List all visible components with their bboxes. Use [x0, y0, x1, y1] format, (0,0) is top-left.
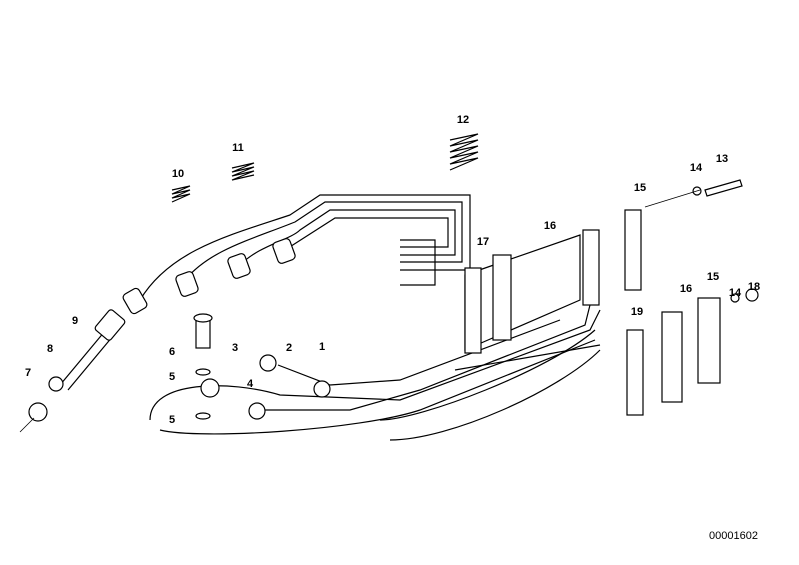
- label-part-18: 18: [748, 281, 760, 293]
- bracket-assembly: [454, 209, 642, 371]
- label-part-9: 9: [72, 315, 78, 327]
- pipe-nuts: [122, 238, 296, 315]
- label-part-17: 17: [477, 236, 489, 248]
- injection-pipes-lower: [149, 304, 601, 441]
- injection-pipes-upper: [139, 194, 471, 301]
- label-part-5: 5: [169, 371, 175, 383]
- label-part-14: 14: [690, 162, 703, 174]
- label-part-5: 5: [169, 414, 175, 426]
- label-part-7: 7: [25, 367, 31, 379]
- part-labels: 1 2 3 4 5 5 6 7 8 9 10 11 12 13 14 14 15…: [25, 114, 760, 426]
- label-part-14: 14: [729, 287, 742, 299]
- label-part-15: 15: [707, 271, 719, 283]
- label-part-11: 11: [232, 142, 244, 154]
- label-part-4: 4: [247, 378, 254, 390]
- label-part-16: 16: [680, 283, 692, 295]
- label-part-15: 15: [634, 182, 646, 194]
- pipe-9: [19, 309, 126, 433]
- label-part-3: 3: [232, 342, 238, 354]
- spring-clips: [171, 133, 479, 203]
- label-part-10: 10: [172, 168, 184, 180]
- label-part-12: 12: [457, 114, 469, 126]
- label-part-8: 8: [47, 343, 53, 355]
- banjo-fittings: [193, 313, 331, 420]
- label-part-1: 1: [319, 341, 325, 353]
- label-part-13: 13: [716, 153, 728, 165]
- reference-code: 00001602: [709, 530, 758, 542]
- label-part-2: 2: [286, 342, 292, 354]
- label-part-16: 16: [544, 220, 556, 232]
- right-bracket-parts: [626, 179, 759, 416]
- label-part-19: 19: [631, 306, 643, 318]
- label-part-6: 6: [169, 346, 175, 358]
